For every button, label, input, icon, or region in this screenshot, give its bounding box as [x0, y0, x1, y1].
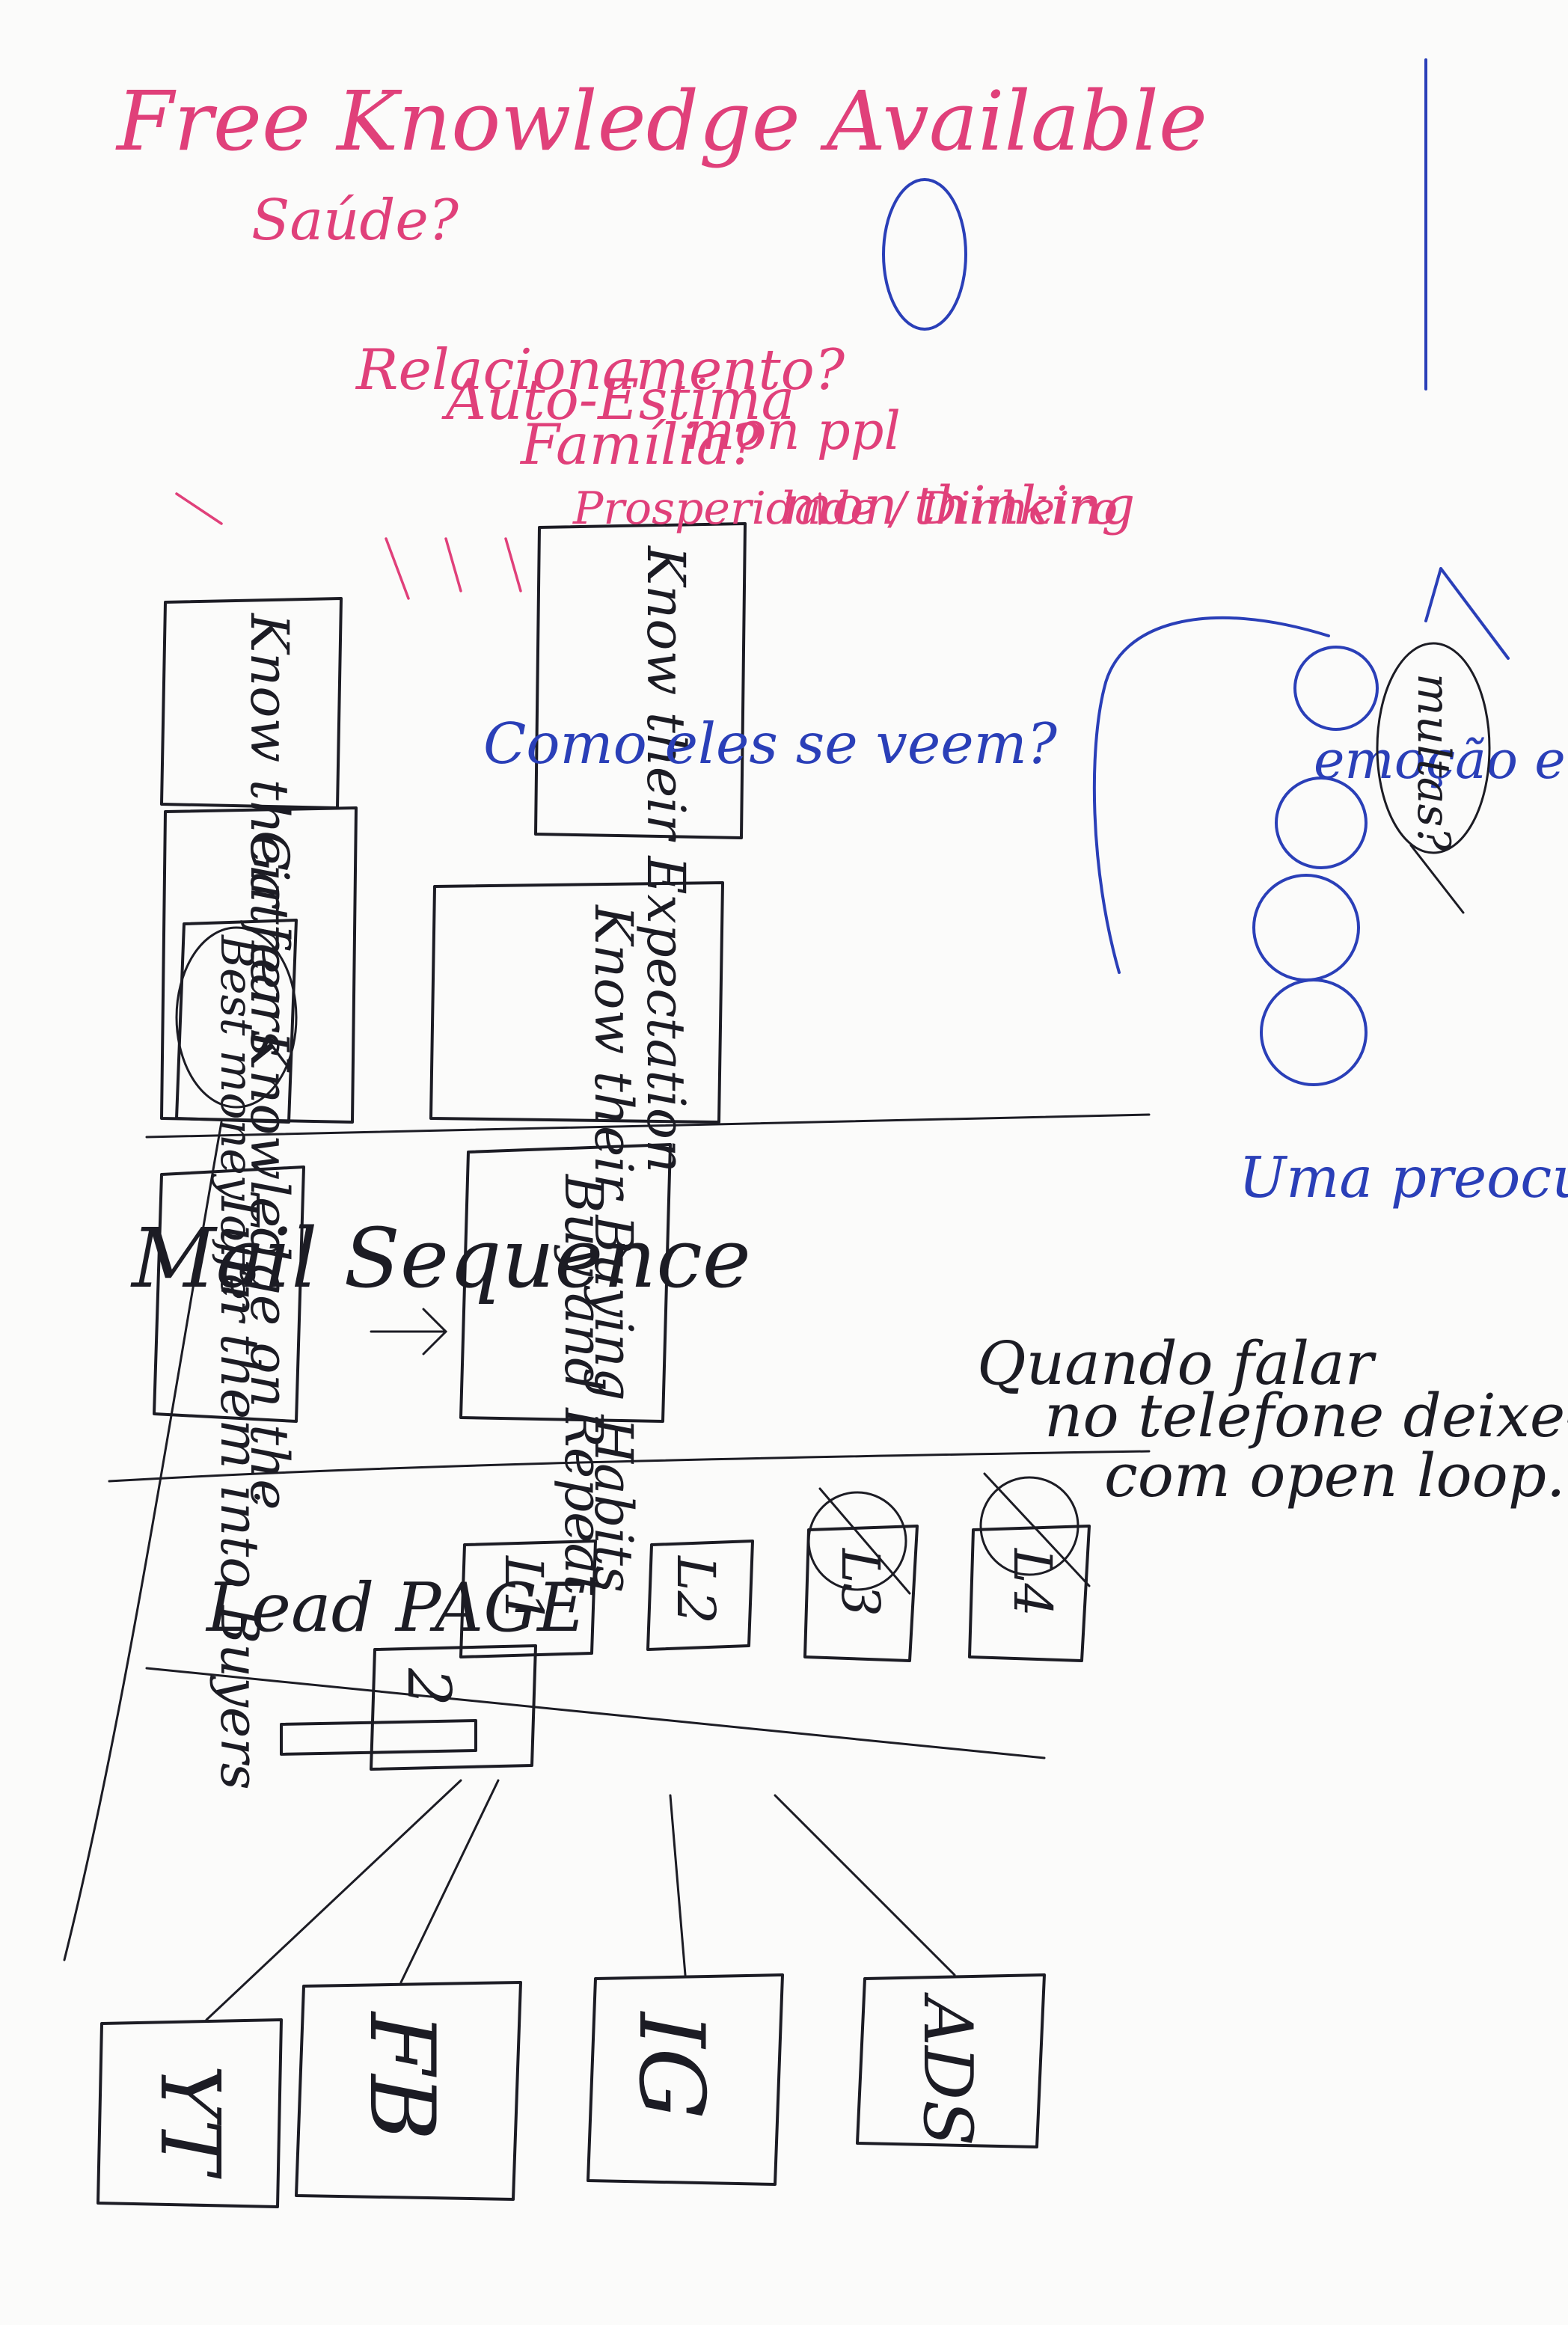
fb-box	[295, 1981, 522, 2201]
blue-circle-3	[1260, 978, 1368, 1086]
ads-box	[856, 1973, 1046, 2148]
free-item-prosperidade: Prosperidade / Dinheiro	[572, 483, 1118, 535]
step-l2-box	[646, 1540, 754, 1651]
lead-form-marker: 2	[394, 1667, 464, 1706]
divider-lead	[145, 1667, 1046, 1759]
blue-circle-4	[1293, 646, 1379, 731]
bottom-note-line2: no telefone deixe-o	[1044, 1381, 1568, 1451]
turn-box	[153, 1165, 305, 1423]
multas-bubble	[1376, 642, 1491, 854]
bottom-note-line1: Quando falar	[977, 1329, 1377, 1398]
fears-label: Know their fears	[239, 612, 300, 1057]
lead-page-column: Lead PAGE 2 L1 L2 L3 L4	[205, 1472, 1091, 2021]
free-knowledge-title: Free Knowledge Available	[115, 73, 1207, 169]
step-l1: L1	[493, 1554, 554, 1624]
multas-label: multas?	[1407, 673, 1460, 851]
expectations-box	[534, 522, 747, 839]
lead-form-box	[370, 1644, 537, 1771]
fb-to-lead-line	[399, 1779, 500, 1984]
step-l3-box	[803, 1525, 919, 1662]
lead-bar	[280, 1719, 477, 1756]
step-l3-strike	[818, 1487, 911, 1595]
source-boxes: YT FB IG ADS	[97, 1973, 1046, 2208]
free-item-autoestima: Auto-Estima	[441, 367, 794, 432]
blue-circle-1	[1275, 776, 1368, 869]
step-l4: L4	[1002, 1547, 1063, 1617]
fears-box	[160, 597, 343, 809]
divider-mail-knowledge	[145, 1113, 1151, 1139]
blue-emocao-circle	[882, 178, 967, 331]
blue-phrase: Uma preocupação	[1239, 1145, 1568, 1210]
rotated-sketch: YT FB IG ADS Lead PAGE 2 L1 L2	[63, 58, 1568, 2208]
bottom-note-line3: com open loop.	[1104, 1441, 1565, 1510]
pink-connector-1	[385, 537, 410, 600]
step-l4-strike	[983, 1472, 1091, 1587]
ig-label: IG	[619, 2011, 723, 2119]
bottom-note: Quando falar no telefone deixe-o com ope…	[977, 1329, 1568, 1510]
step-l2: L2	[665, 1554, 726, 1624]
free-item-relacionamento: Relacionamento?	[355, 337, 845, 402]
step-l4-box	[968, 1525, 1091, 1662]
pink-connector-2	[444, 537, 462, 592]
step-l3-circle	[807, 1491, 907, 1591]
ads-to-lead-line	[774, 1794, 956, 1976]
buy-box	[459, 1143, 672, 1423]
buy-box-label: Buy and Repeat	[553, 1173, 614, 1596]
mail-sequence-column: Mail Sequence Turn them into Buyers Buy …	[130, 919, 751, 1790]
lead-page-title: Lead PAGE	[205, 1569, 587, 1647]
pink-connector-3	[504, 537, 522, 592]
habits-box	[429, 881, 724, 1124]
best-offer-label: Best money offer	[210, 934, 263, 1324]
fb-label: FB	[349, 2011, 453, 2140]
free-item-familia: Família?	[519, 411, 760, 477]
ads-label: ADS	[908, 1992, 987, 2146]
free-money-thinking: mon thinking	[783, 475, 1135, 536]
gather-label: Gather Knowledge on the	[239, 830, 300, 1510]
blue-arrow	[1424, 567, 1510, 660]
yt-box	[97, 2018, 283, 2208]
mail-sequence-title: Mail Sequence	[130, 1210, 751, 1306]
divider-left	[63, 1121, 223, 1961]
blue-notes: Como eles se veem? emoção e peso tempo e…	[483, 58, 1568, 1210]
multas-tail	[1409, 844, 1465, 914]
free-knowledge-notes: Free Knowledge Available Saúde? Relacion…	[115, 73, 1207, 600]
ig-box	[587, 1973, 784, 2186]
step-l4-circle	[979, 1476, 1079, 1576]
pink-connector-4	[175, 492, 223, 525]
best-offer-scribble	[175, 926, 298, 1109]
divider-lead-mail	[108, 1450, 1151, 1483]
yt-to-lead-line	[205, 1779, 462, 2021]
turn-to-buy-arrow	[370, 1308, 448, 1356]
yt-label: YT	[142, 2065, 238, 2180]
turn-box-label: Turn them into Buyers	[209, 1189, 270, 1790]
gather-box	[160, 806, 358, 1124]
blue-loop	[1092, 616, 1330, 974]
knowledge-column: Gather Knowledge on the Know their fears…	[160, 522, 747, 1593]
habits-label: Know their Buying Habits	[583, 904, 644, 1593]
expectations-label: Know their Expectation	[635, 545, 696, 1173]
free-money-ppl: mon ppl	[685, 400, 901, 462]
blue-vibes: emoção e peso tempo energia e dinheiro	[1314, 729, 1568, 791]
free-item-saude: Saúde?	[251, 187, 459, 253]
ig-to-lead-line	[669, 1794, 687, 1976]
step-l1-box	[459, 1540, 597, 1658]
blue-question: Como eles se veem?	[483, 711, 1058, 776]
